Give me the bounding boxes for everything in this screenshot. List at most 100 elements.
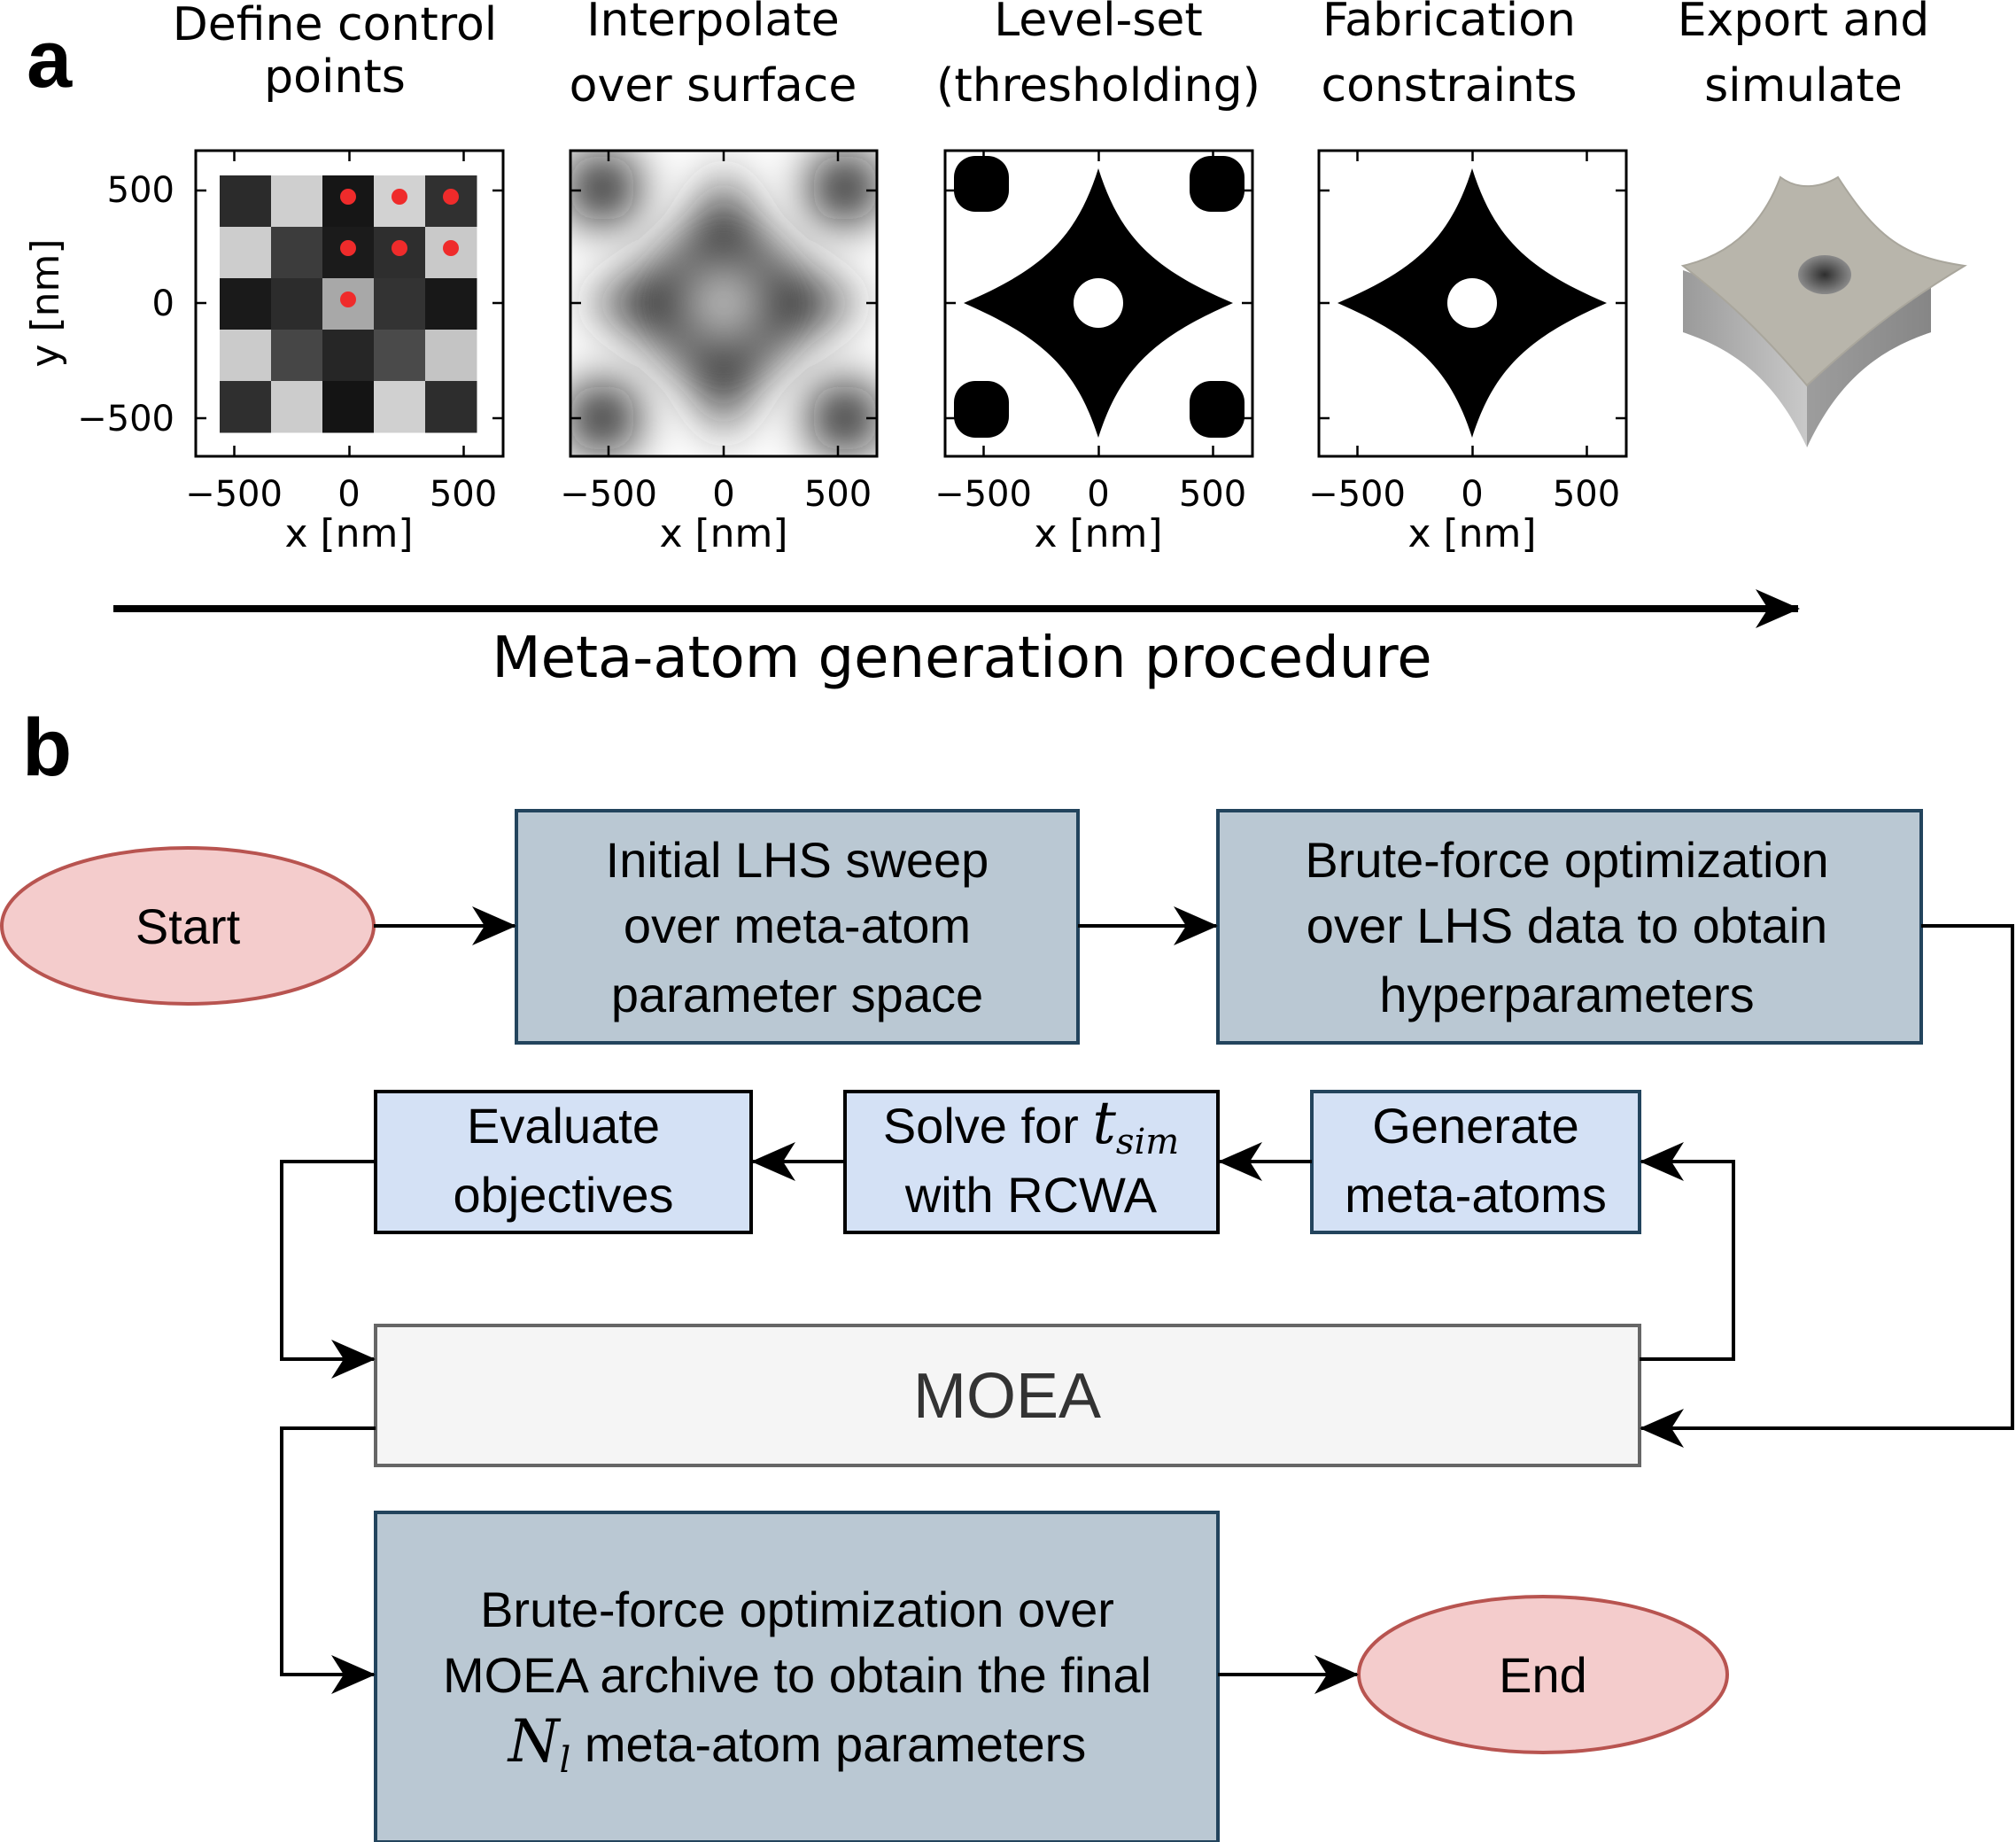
x-axis-label-p1: x [nm] [284,511,413,556]
procedure-label: Meta-atom generation procedure [492,626,1431,691]
y-tick-500: 500 [107,170,174,211]
x-tick-p1-0: 0 [337,474,360,515]
panel-b-label: b [22,703,72,793]
step-title-3-line2: (thresholding) [936,59,1260,113]
end-node: End [1357,1595,1729,1754]
final-line2: MOEA archive to obtain the final [443,1647,1151,1703]
plot-fabrication [1317,149,1628,458]
evaluate-line2: objectives [453,1167,673,1223]
step-title-4-line2: constraints [1322,59,1578,113]
step-title-4-line1: Fabrication [1322,0,1576,47]
lhs-sweep-node: Initial LHS sweep over meta-atom paramet… [515,809,1080,1045]
x-tick-p4-0: 0 [1461,474,1483,515]
x-axis-label-p3: x [nm] [1034,511,1162,556]
grid-cell [374,381,426,433]
grid-cell [271,330,323,382]
brute-force-lhs-line1: Brute-force optimization [1305,832,1828,888]
brute-force-lhs-node: Brute-force optimization over LHS data t… [1216,809,1923,1045]
grid-cell [322,381,375,433]
final-math-sub: l [559,1740,570,1781]
grid-cell [425,330,477,382]
step-titles: Define control points Interpolate over s… [173,0,1930,113]
evaluate-line1: Evaluate [467,1098,660,1154]
y-axis: 500 0 −500 y [nm] [23,170,174,439]
x-tick-p1-neg500: −500 [185,474,283,515]
generate-node: Generate meta-atoms [1310,1090,1641,1234]
x-tick-p2-neg500: −500 [560,474,657,515]
solve-math-sub: sim [1116,1122,1179,1162]
final-box [374,1511,1220,1842]
arrow-moea-to-generate [1640,1142,1735,1361]
control-point [340,240,356,256]
step-title-1-line2: points [264,51,406,104]
lhs-sweep-line1: Initial LHS sweep [606,832,989,888]
grid-cell [220,227,272,279]
end-label: End [1499,1647,1587,1703]
grid-cell [425,278,477,330]
final-line1: Brute-force optimization over [480,1582,1114,1637]
arrow-evaluate-to-moea [280,1160,376,1379]
grid-cell [220,175,272,228]
grid-cell [220,381,272,433]
x-tick-p2-500: 500 [804,474,872,515]
grid-cell [220,330,272,382]
x-axis-label-p4: x [nm] [1407,511,1536,556]
control-grid [220,175,477,433]
final-node: Brute-force optimization over MOEA archi… [374,1511,1220,1842]
axis-ticks [196,151,1626,456]
start-label: Start [136,898,241,954]
x-tick-p2-0: 0 [712,474,734,515]
x-tick-p4-500: 500 [1553,474,1620,515]
grid-cell [374,330,426,382]
final-line3: Nl meta-atom parameters [507,1707,1087,1781]
panel-a-label: a [27,14,73,105]
grid-cell [425,381,477,433]
step-title-1-line1: Define control [173,0,498,51]
grid-cell [220,278,272,330]
grid-cell [271,175,323,228]
control-point [392,240,407,256]
y-tick-0: 0 [152,284,174,324]
solve-text: Solve for [883,1098,1093,1154]
y-tick-neg500: −500 [77,399,174,439]
x-axis-label-p2: x [nm] [659,511,787,556]
meta-atom-3d-render [1680,175,1967,447]
step-title-3-line1: Level-set [994,0,1203,47]
x-tick-p4-neg500: −500 [1308,474,1406,515]
control-point [340,189,356,205]
moea-node: MOEA [374,1324,1641,1467]
step-title-2-line2: over surface [570,59,857,113]
lhs-sweep-box [515,809,1080,1045]
brute-force-lhs-box [1216,809,1923,1045]
grid-cell [271,227,323,279]
grid-cell [271,381,323,433]
solve-line1: Solve for tsim [883,1089,1179,1162]
generate-line1: Generate [1372,1098,1579,1154]
x-axis-labels: −500 0 500 x [nm] −500 0 500 x [nm] −500… [185,474,1620,556]
solve-math: t [1092,1089,1116,1157]
step-title-2-line1: Interpolate [586,0,840,47]
x-tick-p1-500: 500 [430,474,497,515]
control-point [443,189,459,205]
plot-level-set [943,149,1254,458]
plot-control-points [194,149,505,458]
x-tick-p3-0: 0 [1087,474,1109,515]
generate-box [1310,1090,1641,1234]
control-point [392,189,407,205]
generate-line2: meta-atoms [1345,1167,1607,1223]
brute-force-lhs-line2: over LHS data to obtain [1307,898,1827,953]
lhs-sweep-line2: over meta-atom [624,898,971,953]
step-title-5-line1: Export and [1678,0,1930,47]
grid-cell [374,278,426,330]
solve-node: Solve for tsim with RCWA [843,1089,1220,1234]
arrow-bruteforce-to-moea [1640,924,2014,1448]
final-math: N [507,1707,562,1776]
step-title-5-line2: simulate [1704,59,1903,113]
arrow-moea-to-final [280,1426,376,1694]
control-points [340,189,459,307]
grid-cell [271,278,323,330]
brute-force-lhs-line3: hyperparameters [1379,967,1754,1022]
control-point [340,291,356,307]
control-point [443,240,459,256]
